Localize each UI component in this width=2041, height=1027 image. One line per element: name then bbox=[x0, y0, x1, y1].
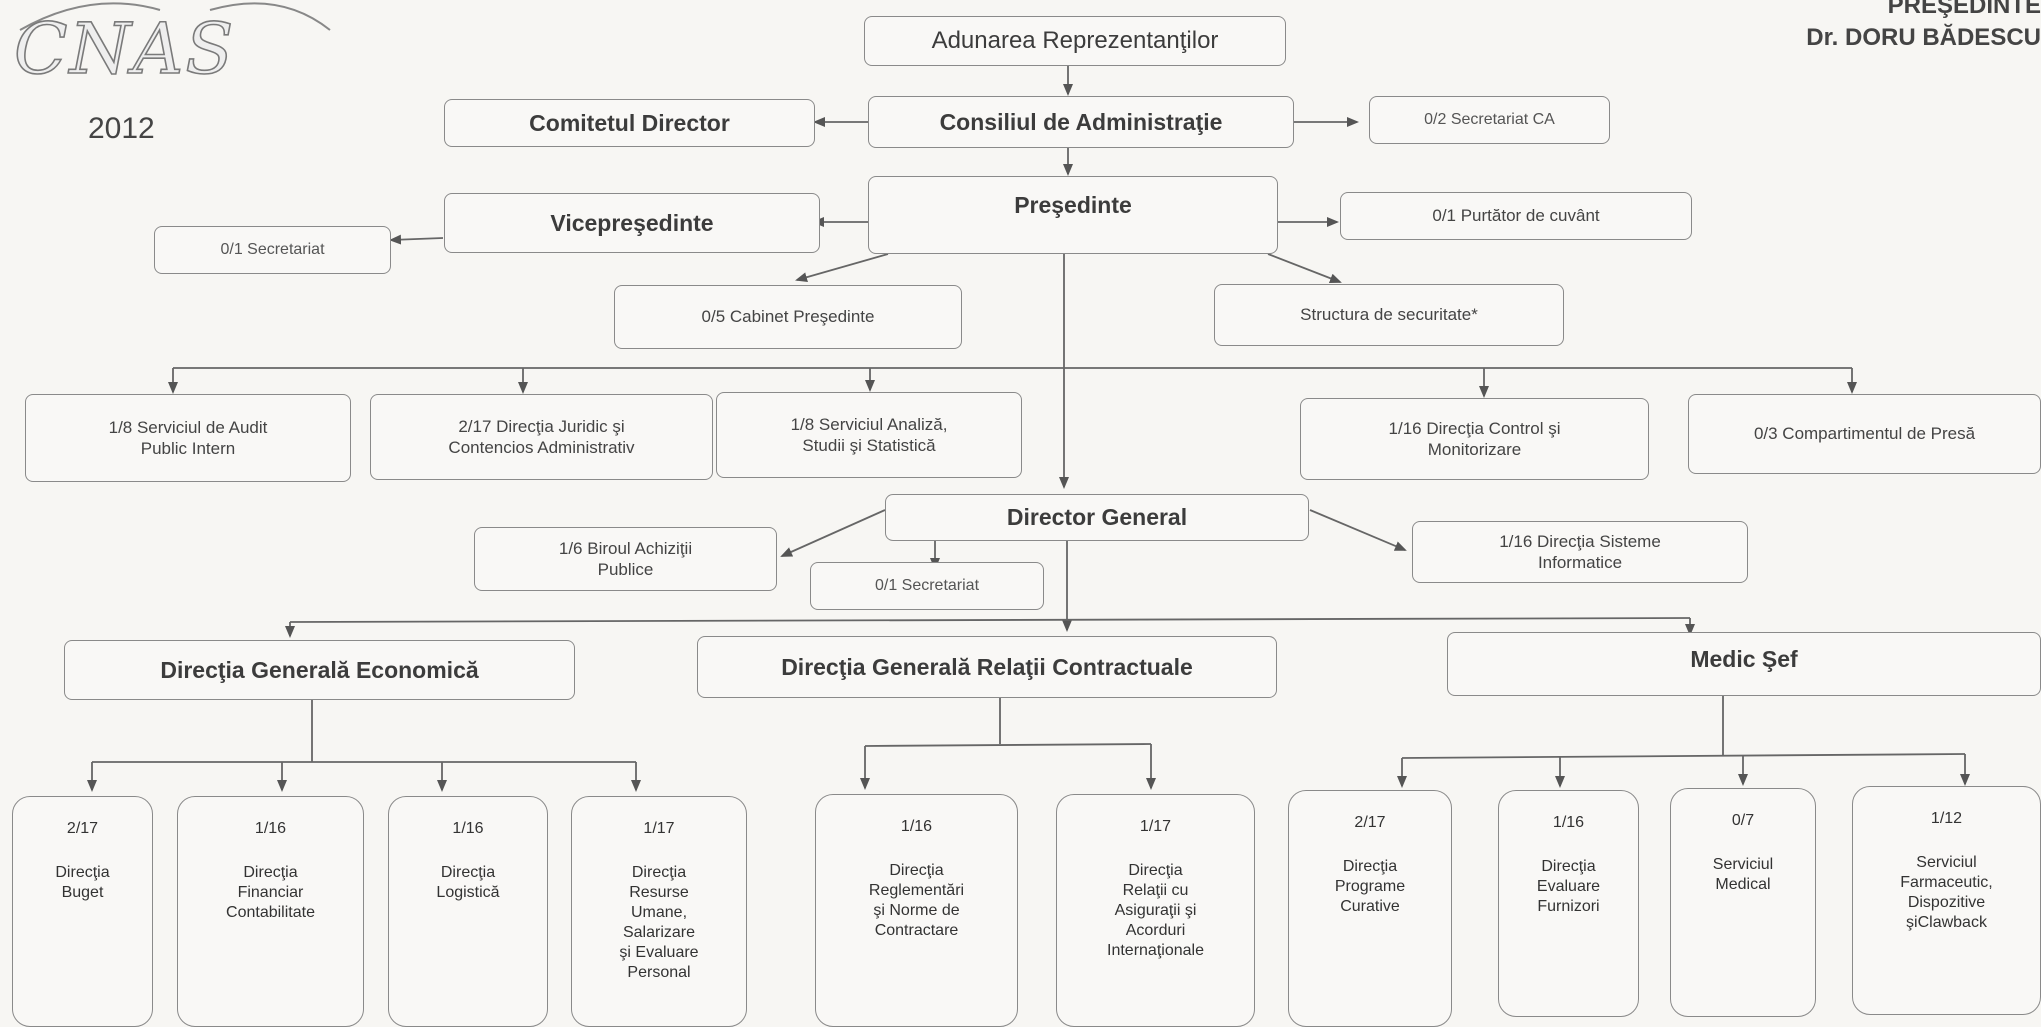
box-juridic: 2/17 Direcţia Juridic şi Contencios Admi… bbox=[370, 394, 713, 480]
unit-farmaceutic: 1/12 Serviciul Farmaceutic, Dispozitive … bbox=[1852, 786, 2041, 1015]
logo-arc-right bbox=[209, 2, 331, 31]
unit-name: Direcţia Programe Curative bbox=[1334, 858, 1406, 915]
box-secretariat-ca: 0/2 Secretariat CA bbox=[1369, 96, 1610, 144]
unit-name: Direcţia Reglementări şi Norme de Contra… bbox=[868, 862, 965, 939]
box-analiza: 1/8 Serviciul Analiză, Studii şi Statist… bbox=[716, 392, 1022, 478]
box-securitate: Structura de securitate* bbox=[1214, 284, 1564, 346]
unit-name: Serviciul Medical bbox=[1712, 856, 1774, 893]
box-cabinet: 0/5 Cabinet Preşedinte bbox=[614, 285, 962, 349]
logo-arc-left bbox=[19, 2, 161, 31]
unit-name: Direcţia Relaţii cu Asiguraţii şi Acordu… bbox=[1107, 862, 1204, 959]
unit-code: 1/16 bbox=[1552, 814, 1585, 831]
unit-resurse-umane: 1/17 Direcţia Resurse Umane, Salarizare … bbox=[571, 796, 747, 1027]
unit-evaluare-furnizori: 1/16 Direcţia Evaluare Furnizori bbox=[1498, 790, 1639, 1017]
unit-name: Direcţia Evaluare Furnizori bbox=[1536, 858, 1601, 915]
unit-medical: 0/7 Serviciul Medical bbox=[1670, 788, 1816, 1017]
unit-name: Direcţia Resurse Umane, Salarizare şi Ev… bbox=[619, 864, 699, 981]
box-dg-economica: Direcţia Generală Economică bbox=[64, 640, 575, 700]
unit-code: 1/16 bbox=[900, 818, 933, 835]
unit-code: 1/12 bbox=[1930, 810, 1963, 827]
unit-name: Direcţia Buget bbox=[55, 864, 110, 901]
box-medic-sef: Medic Şef bbox=[1447, 632, 2041, 696]
unit-code: 1/17 bbox=[1139, 818, 1172, 835]
box-audit: 1/8 Serviciul de Audit Public Intern bbox=[25, 394, 351, 482]
unit-code: 2/17 bbox=[1354, 814, 1386, 831]
unit-programe-curative: 2/17 Direcţia Programe Curative bbox=[1288, 790, 1452, 1027]
box-vicepresedinte: Vicepreşedinte bbox=[444, 193, 820, 253]
unit-code: 0/7 bbox=[1731, 812, 1755, 829]
box-purtator: 0/1 Purtător de cuvânt bbox=[1340, 192, 1692, 240]
unit-code: 1/16 bbox=[452, 820, 484, 837]
unit-name: Serviciul Farmaceutic, Dispozitive şiCla… bbox=[1900, 854, 1993, 931]
unit-code: 2/17 bbox=[66, 820, 99, 837]
unit-buget: 2/17 Direcţia Buget bbox=[12, 796, 153, 1027]
box-sisteme: 1/16 Direcţia Sisteme Informatice bbox=[1412, 521, 1748, 583]
unit-code: 1/16 bbox=[254, 820, 287, 837]
unit-code: 1/17 bbox=[643, 820, 675, 837]
box-presedinte: Preşedinte bbox=[868, 176, 1278, 254]
unit-name: Direcţia Logistică bbox=[436, 864, 500, 901]
unit-financiar: 1/16 Direcţia Financiar Contabilitate bbox=[177, 796, 364, 1027]
cnas-logo: CNAS bbox=[13, 7, 236, 91]
unit-relatii-asigurati: 1/17 Direcţia Relaţii cu Asiguraţii şi A… bbox=[1056, 794, 1255, 1027]
president-title: PREŞEDINTE bbox=[1887, 0, 2041, 19]
box-achizitii: 1/6 Biroul Achiziţii Publice bbox=[474, 527, 777, 591]
box-control: 1/16 Direcţia Control şi Monitorizare bbox=[1300, 398, 1649, 480]
box-consiliul: Consiliul de Administraţie bbox=[868, 96, 1294, 148]
box-comitetul: Comitetul Director bbox=[444, 99, 815, 147]
unit-name: Direcţia Financiar Contabilitate bbox=[226, 864, 315, 921]
year-label: 2012 bbox=[88, 112, 155, 145]
box-adunarea: Adunarea Reprezentanţilor bbox=[864, 16, 1286, 66]
president-name: Dr. DORU BĂDESCU bbox=[1806, 24, 2041, 51]
box-dg-relatii: Direcţia Generală Relaţii Contractuale bbox=[697, 636, 1277, 698]
box-presa: 0/3 Compartimentul de Presă bbox=[1688, 394, 2041, 474]
unit-reglementari: 1/16 Direcţia Reglementări şi Norme de C… bbox=[815, 794, 1018, 1027]
box-secretariat-vp: 0/1 Secretariat bbox=[154, 226, 391, 274]
unit-logistica: 1/16 Direcţia Logistică bbox=[388, 796, 548, 1027]
box-director-general: Director General bbox=[885, 494, 1309, 541]
box-secretariat-dg: 0/1 Secretariat bbox=[810, 562, 1044, 610]
